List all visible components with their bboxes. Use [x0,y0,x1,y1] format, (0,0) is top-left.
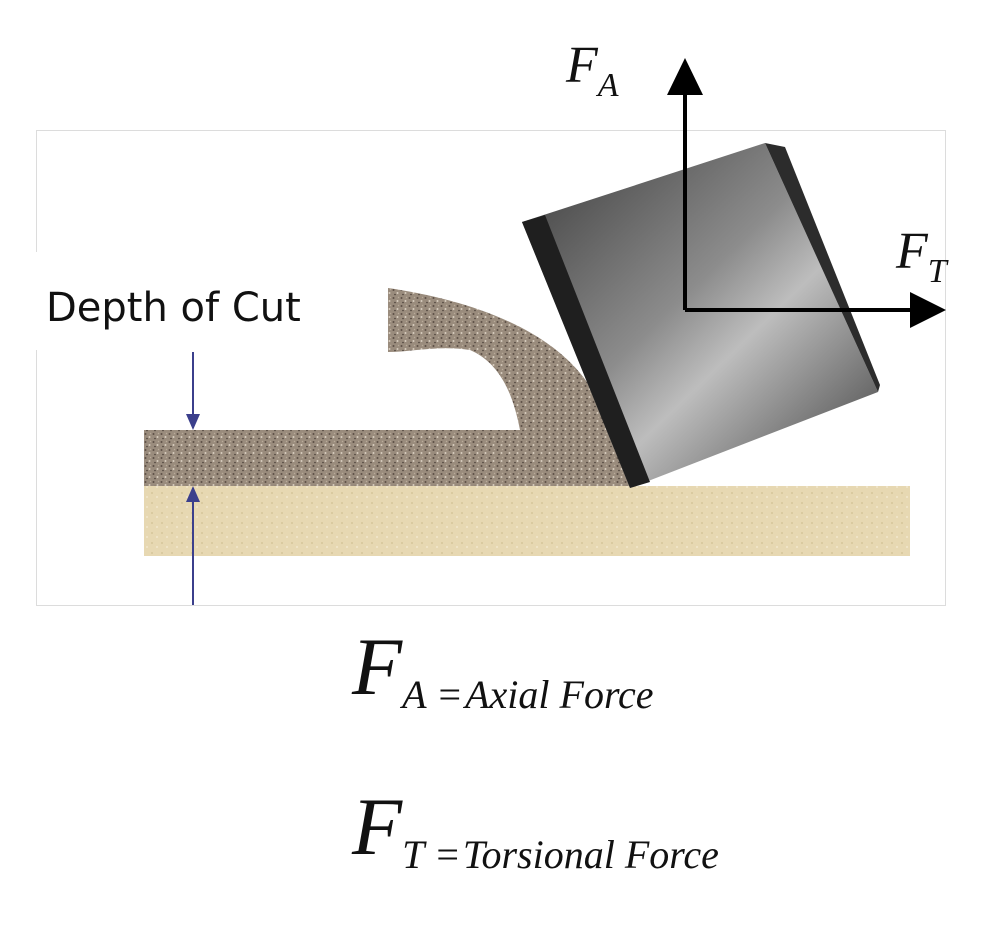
depth-dimension [186,352,200,605]
torsional-subscript: T [927,253,947,290]
equals-sign: = [438,672,462,717]
torsional-force-arrow [685,292,946,328]
equals-sign: = [436,832,459,877]
axial-force-label: FA [566,36,619,104]
equation-subscript: A [402,672,427,717]
axial-force-arrow [667,58,703,310]
axial-force-equation: FA=Axial Force [352,620,654,717]
torsional-symbol: F [896,223,928,280]
equation-symbol: F [352,621,403,712]
axial-symbol: F [566,37,598,94]
torsional-force-label: FT [896,222,947,290]
equation-subscript: T [402,832,425,877]
equation-definition: Torsional Force [462,832,719,877]
label-background [0,252,388,350]
rock-chip [388,288,630,486]
diagram-frame [36,130,946,606]
pdc-cutter [522,143,880,488]
axial-subscript: A [597,67,619,104]
base-layer [144,486,910,556]
equation-definition: Axial Force [465,672,654,717]
depth-of-cut-label: Depth of Cut [46,285,301,331]
torsional-force-equation: FT=Torsional Force [352,780,719,877]
equation-symbol: F [352,781,403,872]
